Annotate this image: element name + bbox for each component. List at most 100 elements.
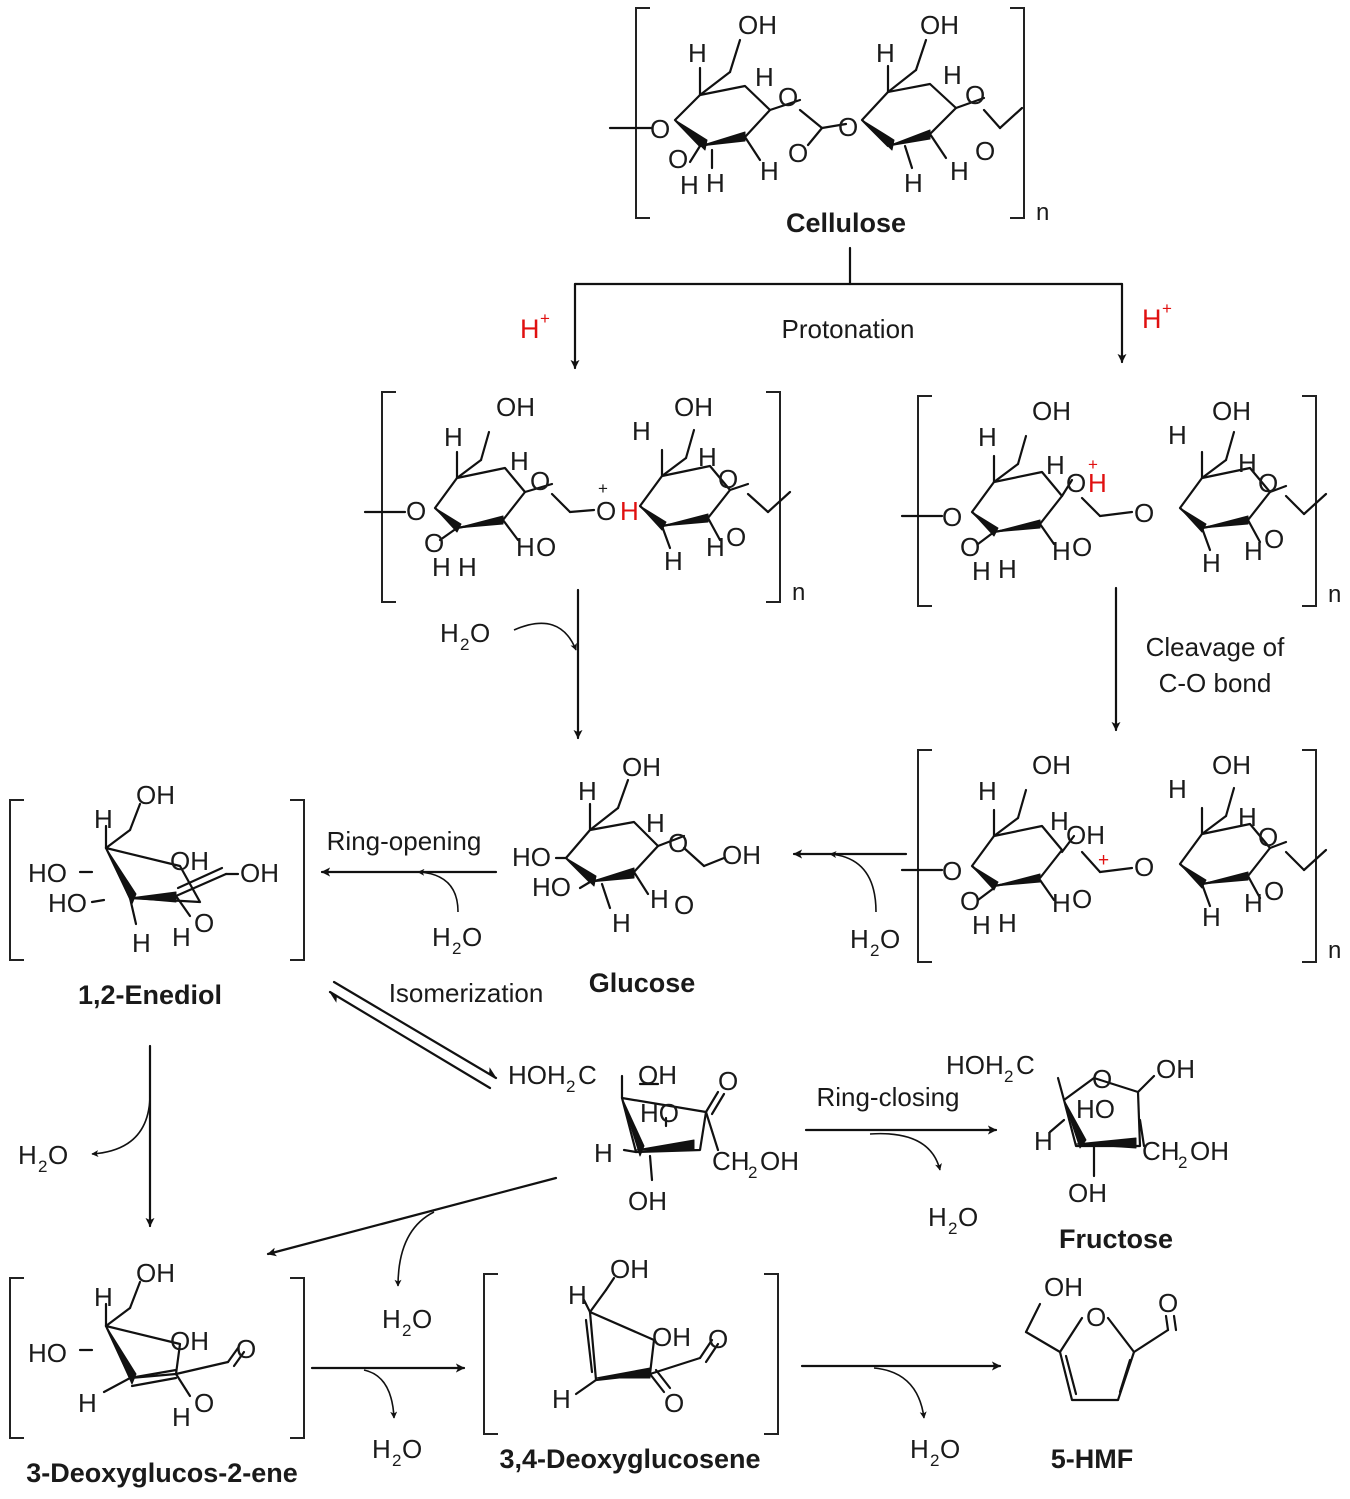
ring-closing-arrow: Ring-closing H 2 O	[804, 1082, 998, 1238]
atom-label: H	[632, 416, 651, 446]
fructose-structure	[1048, 1074, 1156, 1178]
fructose-atoms: HOH 2 C O OH HO H CH 2 OH OH Fructose	[946, 1050, 1229, 1254]
water-subscript: 2	[38, 1157, 47, 1176]
atom-label: H	[510, 446, 529, 476]
atom-label: OH	[1032, 750, 1071, 780]
atom-label: O	[975, 136, 995, 166]
hmf-atoms: OH O O 5-HMF	[1044, 1272, 1178, 1474]
atom-label: O	[668, 144, 688, 174]
deoxyglucosene-atoms: OH H OH O H O 3,4-Deoxyglucosene	[499, 1254, 760, 1474]
atom-label: CH	[712, 1146, 750, 1176]
atom-label: HOH	[508, 1060, 566, 1090]
cellulose-atoms: OH OH H H H H O O O O O O O H H H H H n …	[650, 10, 1049, 238]
compound-name-fructose: Fructose	[1059, 1224, 1173, 1254]
atom-label: O	[536, 532, 556, 562]
atom-label: HO	[28, 1338, 67, 1368]
atom-label: O	[236, 1334, 256, 1364]
water-subscript: 2	[402, 1321, 411, 1340]
proton-charge: +	[1162, 299, 1172, 318]
enediol-dehydration-arrow: H 2 O	[18, 1044, 155, 1228]
atom-label: OH	[1068, 1178, 1107, 1208]
atom-subscript: 2	[1004, 1067, 1013, 1086]
atom-label: C	[578, 1060, 597, 1090]
atom-label: H	[1168, 420, 1187, 450]
atom-label: H	[1244, 888, 1263, 918]
dehydration-arrow-3: H 2 O	[800, 1361, 1002, 1470]
water-subscript: 2	[930, 1451, 939, 1470]
atom-label: OH	[738, 10, 777, 40]
water-label: O	[958, 1202, 978, 1232]
compound-name-cellulose: Cellulose	[786, 208, 906, 238]
glucose-structure	[554, 778, 726, 910]
atom-label: O	[726, 522, 746, 552]
step-ring-opening: Ring-opening	[327, 826, 482, 856]
step-protonation: Protonation	[782, 314, 915, 344]
atom-label: OH	[136, 1258, 175, 1288]
atom-label: H	[552, 1384, 571, 1414]
water-subscript: 2	[452, 939, 461, 958]
atom-label: H	[1238, 448, 1257, 478]
atom-label: H	[688, 38, 707, 68]
atom-label: OH	[240, 858, 279, 888]
atom-label: H	[172, 1402, 191, 1432]
isomerization-equilibrium: Isomerization	[328, 978, 544, 1090]
atom-label: O	[1072, 884, 1092, 914]
atom-label: H	[94, 1282, 113, 1312]
protonation-fork: H + H + Protonation	[520, 246, 1172, 370]
atom-label: O	[1258, 822, 1278, 852]
atom-label: H	[172, 922, 191, 952]
atom-label: H	[1168, 774, 1187, 804]
atom-label: O	[406, 496, 426, 526]
atom-label: O	[778, 82, 798, 112]
water-label: O	[462, 922, 482, 952]
atom-label: H	[755, 62, 774, 92]
atom-label: O	[960, 886, 980, 916]
atom-label: H	[1202, 902, 1221, 932]
atom-label: H	[760, 156, 779, 186]
atom-label: H	[972, 910, 991, 940]
water-label: H	[372, 1434, 391, 1464]
atom-label: HO	[48, 888, 87, 918]
atom-label: H	[432, 552, 451, 582]
atom-label: H	[1244, 536, 1263, 566]
step-isomerization: Isomerization	[389, 978, 544, 1008]
atom-label: OH	[760, 1146, 799, 1176]
atom-label: OH	[622, 752, 661, 782]
atom-label: H	[680, 170, 699, 200]
proton-label: H	[520, 314, 540, 344]
atom-label: O	[718, 464, 738, 494]
oxocarbenium-intermediate	[900, 749, 1328, 963]
protonated-glycosidic-oxygen	[363, 391, 792, 603]
glucose-atoms: OH H H O HO OH HO H O H Glucose	[512, 752, 761, 998]
repeat-index: n	[1036, 199, 1049, 226]
water-subscript: 2	[870, 941, 879, 960]
atom-label: O	[194, 1388, 214, 1418]
atom-label: H	[516, 532, 535, 562]
atom-label: O	[194, 908, 214, 938]
enediol-structure	[9, 799, 305, 961]
atom-label: H	[664, 546, 683, 576]
water-label: H	[440, 618, 459, 648]
atom-label: O	[1264, 524, 1284, 554]
atom-label: H	[594, 1138, 613, 1168]
water-subscript: 2	[392, 1451, 401, 1470]
atom-label: HOH	[946, 1050, 1004, 1080]
atom-label: O	[1134, 498, 1154, 528]
atom-label: O	[530, 466, 550, 496]
atom-label: H	[78, 1388, 97, 1418]
water-label: O	[402, 1434, 422, 1464]
atom-subscript: 2	[566, 1077, 575, 1096]
atom-label: OH	[628, 1186, 667, 1216]
atom-label: C	[1016, 1050, 1035, 1080]
hydration-arrow: H 2 O	[792, 849, 908, 960]
fructose-open-atoms: HOH 2 C OH O HO H CH 2 OH OH	[508, 1060, 799, 1216]
atom-label: OH	[638, 1060, 677, 1090]
compound-name-5-hmf: 5-HMF	[1051, 1444, 1134, 1474]
water-label: H	[850, 924, 869, 954]
atom-label: H	[998, 554, 1017, 584]
atom-label: O	[965, 80, 985, 110]
step-ring-closing: Ring-closing	[816, 1082, 959, 1112]
atom-label: H	[943, 60, 962, 90]
atom-label: O	[424, 528, 444, 558]
atom-label: H	[1052, 536, 1071, 566]
